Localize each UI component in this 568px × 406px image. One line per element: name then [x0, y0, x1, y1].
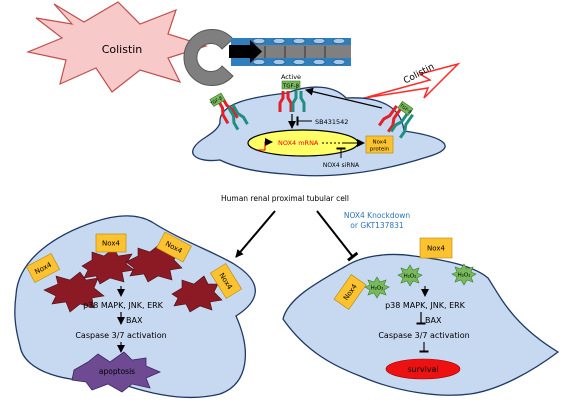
branch-inhibit-right	[316, 210, 359, 262]
branch-arrow-left	[235, 210, 276, 258]
knockdown-line1: NOX4 Knockdown	[344, 211, 411, 220]
nucleus: NOX4 mRNA	[247, 129, 365, 157]
nox4-mrna-label: NOX4 mRNA	[278, 139, 319, 147]
tgf-beta-ligand-right	[397, 100, 414, 116]
nox4-box-left-1: Nox4	[26, 253, 60, 283]
colistin-burst: Colistin	[25, 1, 208, 93]
ros-star-4	[171, 275, 223, 313]
left-pathway-step3: Caspase 3/7 activation	[75, 331, 166, 340]
membrane-receptor-pacman	[183, 29, 234, 86]
colistin-to-receptor-arrow	[305, 87, 383, 109]
cell-caption: Human renal proximal tubular cell	[221, 194, 349, 203]
active-tgf-beta-complex: Active TGF-β	[278, 73, 306, 112]
colistin-label: Colistin	[102, 43, 143, 56]
apoptosis-label: apoptosis	[99, 367, 135, 376]
right-pathway-step1: p38 MAPK, JNK, ERK	[385, 301, 466, 310]
h2o2-stars: H₂O₂ H₂O₂ H₂O₂	[364, 263, 477, 299]
nox4-box-left-4: Nox4	[210, 263, 242, 299]
ros-stars-left	[43, 243, 223, 313]
active-label: Active	[281, 73, 301, 81]
membrane-tube	[229, 38, 351, 66]
nox4-protein-line1: Nox4	[372, 140, 387, 146]
apoptosis-burst: apoptosis	[71, 351, 162, 393]
h2o2-star-2: H₂O₂	[397, 264, 423, 287]
nox4-protein-line2: protein	[370, 147, 390, 153]
inhibitor-label: SB431542	[315, 118, 348, 126]
h2o2-star-1: H₂O₂	[364, 276, 390, 299]
tgf-beta-ligand-left	[209, 92, 226, 107]
nox4-box-right-2: Nox4	[419, 237, 453, 259]
survival-oval: survival	[385, 358, 461, 380]
left-pathway-step2: BAX	[126, 316, 143, 325]
survival-label: survival	[407, 365, 438, 374]
tgf-beta-ligand	[281, 80, 301, 90]
h2o2-3-label: H₂O₂	[458, 273, 471, 279]
right-pathway-step3: Caspase 3/7 activation	[378, 331, 469, 340]
nox4-box-left-3: Nox4	[156, 231, 192, 263]
h2o2-1-label: H₂O₂	[371, 286, 384, 292]
nox4-box-left-2: Nox4	[95, 233, 127, 253]
nox4-right-2-label: Nox4	[427, 245, 445, 253]
left-cell	[14, 215, 256, 399]
nox4-left-2-label: Nox4	[102, 240, 120, 248]
nox4-protein-box: Nox4 protein	[365, 135, 394, 154]
left-pathway-step1: p38 MAPK, JNK, ERK	[83, 301, 164, 310]
tgf-beta-active-label: TGF-β	[282, 84, 300, 90]
knockdown-line2: or GKT137831	[350, 221, 404, 230]
tgf-beta-receptor-left: TGF-β	[208, 92, 249, 131]
right-pathway-step2: BAX	[425, 316, 442, 325]
sirna-label: NOX4 siRNA	[323, 162, 360, 169]
h2o2-star-3: H₂O₂	[451, 263, 477, 286]
h2o2-2-label: H₂O₂	[404, 274, 417, 280]
ros-star-1	[43, 271, 105, 313]
colistin-lightning-arrow: Colistin	[357, 62, 461, 103]
nox4-box-right-1: Nox4	[333, 274, 367, 310]
